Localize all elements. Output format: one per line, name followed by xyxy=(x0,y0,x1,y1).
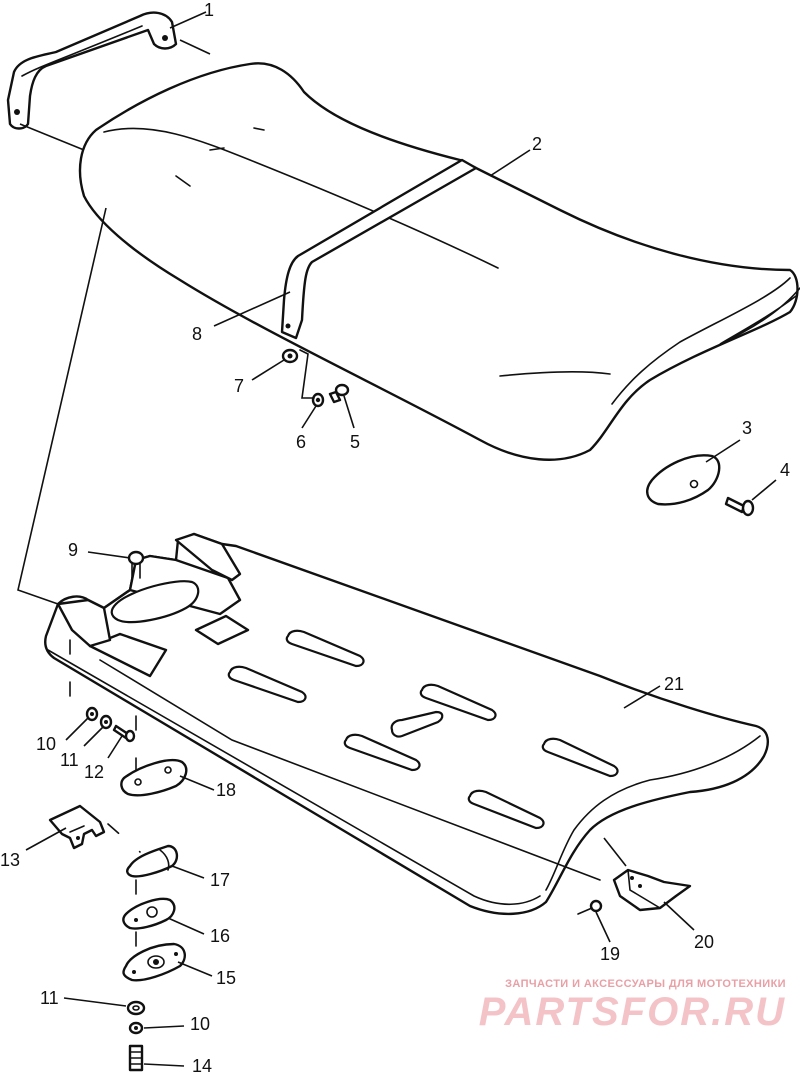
washer-11-lower xyxy=(126,1000,146,1016)
screw-4 xyxy=(724,496,755,517)
seat-base-pan xyxy=(44,532,769,916)
callout-18: 18 xyxy=(216,780,236,800)
callout-16: 16 xyxy=(210,926,230,946)
callout-4: 4 xyxy=(780,460,790,480)
callout-8: 8 xyxy=(192,324,202,344)
callout-17: 17 xyxy=(210,870,230,890)
assembly-lines xyxy=(17,39,627,949)
callout-3: 3 xyxy=(742,418,752,438)
callout-1: 1 xyxy=(204,0,214,20)
watermark: ЗАПЧАСТИ И АКСЕССУАРЫ ДЛЯ МОТОТЕХНИКИ PA… xyxy=(479,978,786,1034)
vent-slots xyxy=(227,629,619,830)
callout-7: 7 xyxy=(234,376,244,396)
rubber-bumper-17 xyxy=(126,844,179,878)
spacer-plate-16 xyxy=(122,897,176,930)
watermark-brand: PARTSFOR.RU xyxy=(478,990,786,1034)
stud-9 xyxy=(127,550,145,579)
callout-19: 19 xyxy=(600,944,620,964)
washer-10-upper xyxy=(85,706,99,722)
latch-clip-13 xyxy=(48,804,106,850)
screw-5 xyxy=(328,383,350,404)
washer-11-upper xyxy=(99,714,113,730)
screw-12 xyxy=(112,724,136,743)
nut-7 xyxy=(281,348,299,364)
callout-21: 21 xyxy=(664,674,684,694)
callout-10-lower: 10 xyxy=(190,1014,210,1034)
rear-bracket-20 xyxy=(612,868,692,912)
side-plate xyxy=(646,454,721,506)
washer-10-lower xyxy=(128,1021,144,1035)
callout-6: 6 xyxy=(296,432,306,452)
callout-10-upper: 10 xyxy=(36,734,56,754)
seat-cushion xyxy=(78,62,800,461)
callout-2: 2 xyxy=(532,134,542,154)
callout-leaders xyxy=(25,11,777,1067)
latch-plate-15 xyxy=(122,942,186,982)
callout-9: 9 xyxy=(68,540,78,560)
washer-6 xyxy=(311,392,325,408)
watermark-tagline: ЗАПЧАСТИ И АКСЕССУАРЫ ДЛЯ МОТОТЕХНИКИ xyxy=(505,978,786,990)
bracket-plate-18 xyxy=(120,759,188,797)
callout-5: 5 xyxy=(350,432,360,452)
screw-19 xyxy=(577,899,603,915)
callout-11-lower: 11 xyxy=(40,988,59,1008)
bolt-14 xyxy=(128,1044,144,1072)
callout-12: 12 xyxy=(84,762,104,782)
callout-14: 14 xyxy=(192,1056,212,1074)
callout-15: 15 xyxy=(216,968,236,988)
callout-20: 20 xyxy=(694,932,714,952)
callout-11-upper: 11 xyxy=(60,750,79,770)
callout-13: 13 xyxy=(0,850,20,870)
